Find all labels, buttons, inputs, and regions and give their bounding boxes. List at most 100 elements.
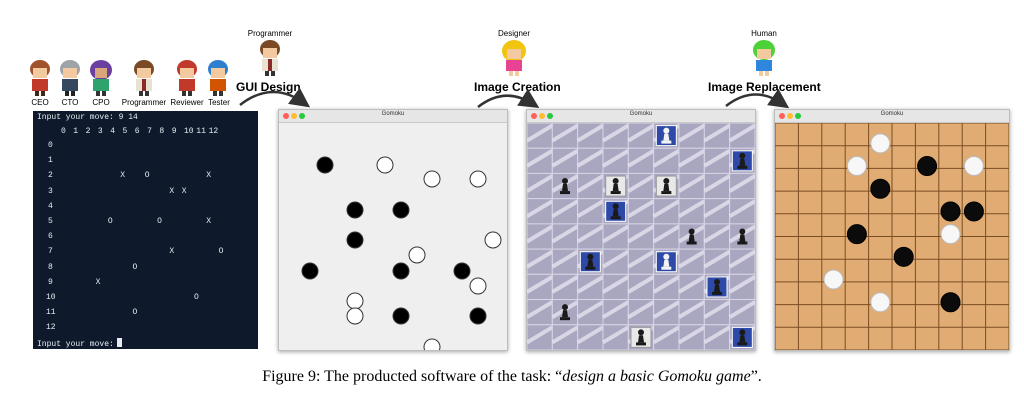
white-stone [963,156,984,177]
marble-streak [527,325,554,345]
close-icon[interactable] [283,113,289,119]
terminal-mark: O [157,217,162,226]
close-icon[interactable] [779,113,785,119]
marble-streak [576,275,605,294]
marble-streak [652,199,681,219]
terminal-mark: O [144,171,150,181]
gui-board[interactable] [279,123,507,350]
terminal-col-label: 3 [97,127,103,136]
step-gui-design: GUI Design [236,80,301,94]
terminal-row-label: 11 [46,308,56,318]
maximize-icon[interactable] [547,113,553,119]
marble-streak [627,174,655,193]
terminal-col-label: 2 [85,127,91,136]
terminal-row-label: 12 [46,323,56,333]
marble-streak [652,149,681,168]
terminal-mark: O [194,293,199,302]
terminal-mark: X [181,186,187,196]
step-image-replacement: Image Replacement [708,80,821,94]
black-stone [940,201,961,222]
pawn-icon [636,329,646,346]
marble-streak [601,149,630,168]
terminal-window: Input your move: 9 14 Input your move: 0… [33,111,258,349]
caption-task: design a basic Gomoku game [562,368,751,385]
marble-streak [551,249,579,269]
minimize-icon[interactable] [291,113,297,119]
tester-avatar [205,58,231,101]
terminal-col-label: 10 [184,127,194,136]
marble-streak [677,174,706,193]
marble-streak [677,123,706,143]
wood-board[interactable] [775,123,1009,350]
marble-streak [703,149,731,168]
ceo-avatar [27,58,53,101]
black-stone [346,201,364,219]
terminal-mark: X [169,186,175,196]
terminal-row-label: 4 [48,201,53,211]
marble-streak [728,249,755,269]
arrow-gui-design [239,87,311,108]
terminal-col-label: 8 [159,127,165,136]
maximize-icon[interactable] [795,113,801,119]
gomoku-window-images: Gomoku [526,109,756,351]
marble-streak [601,275,630,294]
black-stone [392,307,410,325]
marble-streak [627,249,655,269]
arrow-image-replacement [725,88,790,109]
marble-streak [627,199,655,219]
marble-streak [551,224,579,244]
marble-streak [527,123,554,143]
pawn-icon [712,278,722,295]
marble-streak [576,224,605,244]
marble-streak [728,123,755,143]
marble-streak [527,300,554,319]
close-icon[interactable] [531,113,537,119]
maximize-icon[interactable] [299,113,305,119]
marble-streak [703,123,731,143]
image-board[interactable] [527,123,755,350]
terminal-col-label: 6 [134,127,140,136]
marble-streak [527,224,554,244]
minimize-icon[interactable] [539,113,545,119]
black-stone [940,292,961,313]
white-stone [870,133,891,154]
terminal-row-label: 1 [48,156,53,166]
minimize-icon[interactable] [787,113,793,119]
white-stone [346,292,364,310]
window-title: Gomoku [629,111,653,117]
terminal-prompt-bottom[interactable]: Input your move: [37,338,122,349]
terminal-row-label: 7 [48,247,53,257]
cto-avatar [57,58,83,101]
marble-streak [677,249,706,269]
white-stone [408,246,426,264]
terminal-cursor [116,338,122,347]
marble-streak [601,300,630,319]
marble-streak [652,325,681,345]
black-stone [392,262,410,280]
terminal-row-label: 6 [48,232,53,242]
marble-streak [728,275,755,294]
marble-streak [576,199,605,219]
marble-streak [677,325,706,345]
white-stone [823,269,844,290]
terminal-row-label: 9 [48,277,53,287]
marble-streak [703,300,731,319]
pawn-icon [560,304,570,321]
marble-tile [653,223,680,250]
terminal-mark: O [132,262,138,272]
marble-streak [576,174,605,193]
marble-streak [703,249,731,269]
white-stone [423,338,441,350]
pawn-icon [560,178,570,195]
role-programmer: Programmer [121,98,167,107]
marble-streak [551,149,579,168]
marble-streak [576,123,605,143]
marble-streak [576,325,605,345]
marble-streak [551,275,579,294]
role-reviewer: Reviewer [170,98,204,107]
black-stone [392,201,410,219]
marble-tile [703,299,731,326]
marble-streak [652,275,681,294]
designer-agent-avatar [500,38,528,81]
marble-streak [728,174,755,193]
